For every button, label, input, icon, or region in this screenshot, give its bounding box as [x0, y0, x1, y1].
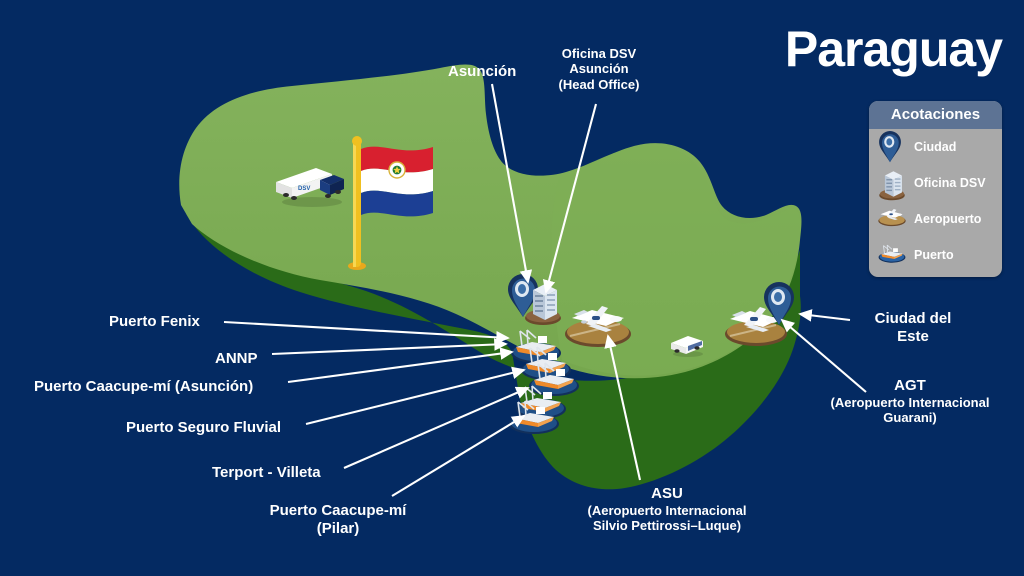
airplane-icon	[877, 203, 907, 235]
legend-label-ciudad: Ciudad	[914, 140, 957, 154]
legend-label-oficina-dsv: Oficina DSV	[914, 176, 986, 190]
label-agt-line2: (Aeropuerto Internacional	[830, 394, 990, 410]
ship-icon	[877, 239, 907, 271]
legend-label-puerto: Puerto	[914, 248, 954, 262]
ship-icon-caacupe-mi-pilar	[506, 393, 562, 435]
label-oficina-dsv-line1: Oficina DSV	[561, 46, 637, 61]
label-asu-code: ASU	[651, 485, 683, 502]
dsv-truck-icon: DSV	[272, 162, 350, 208]
label-puerto-caacupe-mi-asuncion: Puerto Caacupe-mí (Asunción)	[34, 378, 254, 395]
label-caacupe-pilar-line2: (Pilar)	[316, 519, 360, 537]
legend-item-ciudad[interactable]: Ciudad	[869, 129, 1002, 165]
label-puerto-caacupe-mi-pilar: Puerto Caacupe-mí (Pilar)	[252, 502, 424, 537]
label-ciudad-del-este-line1: Ciudad del	[874, 310, 952, 327]
svg-text:DSV: DSV	[298, 186, 310, 192]
legend-title: Acotaciones	[869, 101, 1002, 129]
label-agt: AGT (Aeropuerto Internacional Guarani)	[812, 377, 1008, 425]
legend-item-aeropuerto[interactable]: Aeropuerto	[869, 201, 1002, 237]
ship-icon-caacupe-mi-asuncion	[526, 355, 582, 397]
page-title: Paraguay	[784, 21, 1003, 77]
label-asuncion: Asunción	[448, 63, 517, 80]
office-building-icon	[877, 167, 907, 201]
label-terport-villeta: Terport - Villeta	[212, 464, 321, 481]
label-ciudad-del-este-line2: Este	[897, 327, 929, 345]
label-asu: ASU (Aeropuerto Internacional Silvio Pet…	[557, 485, 777, 533]
label-ciudad-del-este: Ciudad del Este	[858, 310, 968, 345]
map-pin-icon-ciudad-del-este	[762, 282, 796, 326]
airplane-icon-agt	[722, 298, 790, 348]
paraguay-flag-icon	[345, 131, 435, 273]
label-puerto-fenix: Puerto Fenix	[109, 313, 200, 330]
map-pin-icon	[877, 131, 907, 163]
label-caacupe-pilar-line1: Puerto Caacupe-mí	[269, 502, 407, 519]
label-asu-line3: Silvio Pettirossi–Luque)	[592, 518, 742, 534]
legend-item-oficina-dsv[interactable]: Oficina DSV	[869, 165, 1002, 201]
label-oficina-dsv: Oficina DSV Asunción (Head Office)	[553, 46, 645, 92]
label-asu-line2: (Aeropuerto Internacional	[587, 502, 747, 518]
label-agt-code: AGT	[894, 377, 926, 394]
legend-label-aeropuerto: Aeropuerto	[914, 212, 982, 226]
map-pin-icon-asuncion	[506, 274, 540, 318]
legend-panel: Acotaciones Ciudad	[869, 101, 1002, 277]
legend-item-puerto[interactable]: Puerto	[869, 237, 1002, 273]
label-oficina-dsv-line2: Asunción	[569, 61, 629, 77]
office-building-icon-asuncion	[523, 278, 563, 326]
label-annp: ANNP	[215, 350, 258, 367]
label-puerto-seguro-fluvial: Puerto Seguro Fluvial	[126, 419, 282, 436]
dsv-van-icon	[668, 332, 708, 358]
label-agt-line3: Guarani)	[883, 410, 937, 426]
label-oficina-dsv-line3: (Head Office)	[558, 76, 640, 92]
